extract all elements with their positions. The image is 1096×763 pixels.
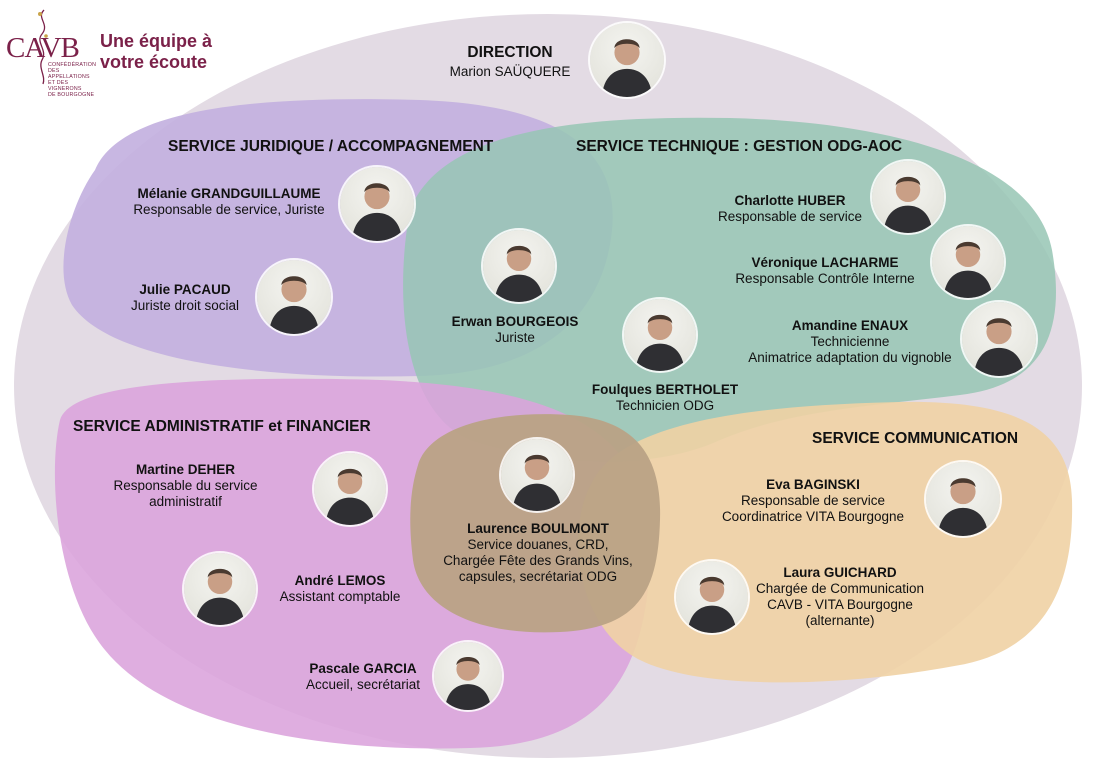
avatar-pascale (434, 642, 502, 710)
person-silhouette-icon (351, 183, 403, 241)
person-laura: Laura GUICHARD Chargée de Communication … (755, 565, 925, 628)
logo-vine-icon (38, 9, 48, 85)
person-silhouette-icon (883, 176, 933, 233)
logo-subtitle-1: CONFÉDÉRATION (48, 62, 97, 68)
person-silhouette-icon (937, 478, 989, 536)
person-silhouette-icon (195, 568, 245, 625)
person-amandine: Amandine ENAUX Technicienne Animatrice a… (748, 318, 952, 365)
juridique-title: SERVICE JURIDIQUE / ACCOMPAGNEMENT (168, 138, 494, 155)
person-melanie: Mélanie GRANDGUILLAUME Responsable de se… (133, 186, 325, 217)
avatar-martine (314, 453, 386, 525)
logo: CAVB CONFÉDÉRATION DES APPELLATIONS ET D… (6, 6, 101, 98)
avatar-charlotte (872, 161, 944, 233)
administratif-title: SERVICE ADMINISTRATIF et FINANCIER (73, 418, 371, 435)
logo-letters: CAVB (6, 32, 80, 64)
avatar-eva (926, 462, 1000, 536)
person-silhouette-icon (973, 318, 1025, 376)
technique-title: SERVICE TECHNIQUE : GESTION ODG-AOC (576, 138, 903, 155)
person-silhouette-icon (601, 39, 653, 97)
person-charlotte: Charlotte HUBER Responsable de service (717, 193, 863, 224)
person-laurence: Laurence BOULMONT Service douanes, CRD, … (443, 521, 633, 584)
direction-block: DIRECTION Marion SAÜQUERE (440, 45, 580, 80)
person-silhouette-icon (494, 245, 544, 302)
avatar-foulques (624, 299, 696, 371)
logo-subtitle-4: DE BOURGOGNE (48, 92, 95, 98)
center-region (410, 414, 661, 633)
person-foulques: Foulques BERTHOLET Technicien ODG (591, 382, 739, 413)
avatar-marion (590, 23, 664, 97)
direction-person-name: Marion SAÜQUERE (449, 64, 571, 79)
avatar-andre (184, 553, 256, 625)
person-silhouette-icon (635, 314, 685, 371)
avatar-laura (676, 561, 748, 633)
avatar-melanie (340, 167, 414, 241)
tagline-line-1: Une équipe à (100, 31, 213, 51)
logo-subtitle-2: DES APPELLATIONS (48, 68, 90, 80)
avatar-erwan (483, 230, 555, 302)
direction-title: DIRECTION (467, 44, 553, 61)
avatar-laurence (501, 439, 573, 511)
person-silhouette-icon (943, 241, 993, 298)
tagline-line-2: votre écoute (100, 52, 208, 72)
person-martine: Martine DEHER Responsable du service adm… (113, 462, 258, 509)
person-andre: André LEMOS Assistant comptable (279, 573, 401, 604)
logo-subtitle-3: ET DES VIGNERONS (48, 80, 82, 92)
person-silhouette-icon (444, 656, 492, 710)
avatar-amandine (962, 302, 1036, 376)
person-eva: Eva BAGINSKI Responsable de service Coor… (721, 477, 905, 524)
avatar-veronique (932, 226, 1004, 298)
communication-title: SERVICE COMMUNICATION (812, 430, 1019, 447)
person-pascale: Pascale GARCIA Accueil, secrétariat (305, 661, 421, 692)
person-julie: Julie PACAUD Juriste droit social (130, 282, 240, 313)
person-silhouette-icon (687, 576, 737, 633)
person-veronique: Véronique LACHARME Responsable Contrôle … (735, 255, 915, 286)
person-silhouette-icon (512, 454, 562, 511)
person-silhouette-icon (268, 276, 320, 334)
person-erwan: Erwan BOURGEOIS Juriste (451, 314, 579, 345)
person-silhouette-icon (325, 468, 375, 525)
avatar-julie (257, 260, 331, 334)
